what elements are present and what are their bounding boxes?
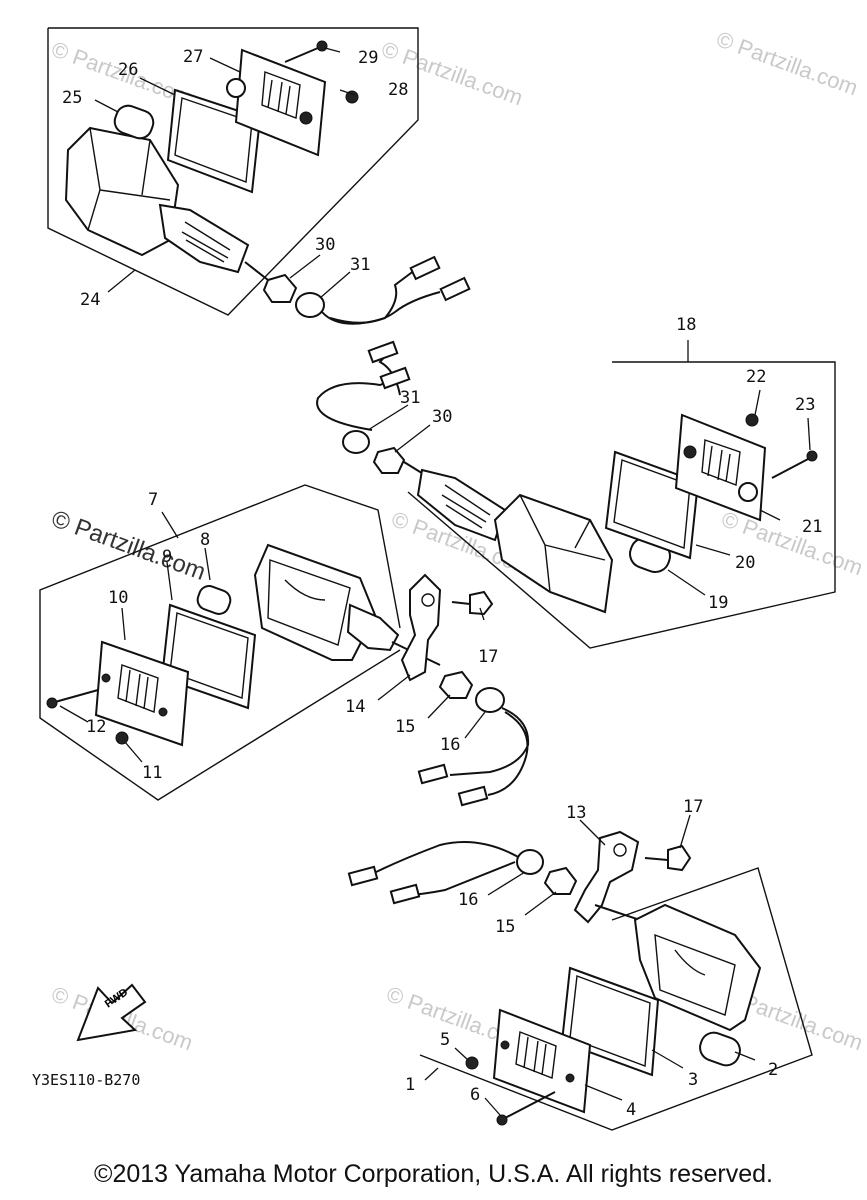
rear-right-lens-housing bbox=[493, 493, 614, 614]
screw-28 bbox=[345, 90, 359, 104]
callout-12[interactable]: 12 bbox=[86, 717, 106, 737]
bolt-17-b bbox=[644, 844, 692, 872]
bulb-8 bbox=[196, 585, 232, 615]
screw-29 bbox=[284, 40, 328, 63]
wire-left-b bbox=[487, 711, 529, 796]
callout-11[interactable]: 11 bbox=[142, 763, 162, 783]
callout-23[interactable]: 23 bbox=[795, 395, 815, 415]
callout-8[interactable]: 8 bbox=[200, 530, 210, 550]
wire-top-a bbox=[321, 269, 416, 325]
callout-16-a[interactable]: 16 bbox=[440, 735, 460, 755]
callout-15-b[interactable]: 15 bbox=[495, 917, 515, 937]
nut-30-b bbox=[372, 446, 406, 474]
lens-4 bbox=[492, 1008, 592, 1114]
bolt-17-a bbox=[451, 590, 494, 616]
callout-10[interactable]: 10 bbox=[108, 588, 128, 608]
lens-27 bbox=[234, 48, 327, 157]
grommet-31-b bbox=[342, 430, 370, 454]
assembly-18 bbox=[316, 340, 836, 649]
gasket-20 bbox=[604, 450, 700, 560]
part-labels: 1 2 3 4 5 6 7 8 9 10 11 12 13 14 15 15 1… bbox=[62, 47, 822, 1120]
grommet-31-a bbox=[295, 292, 325, 318]
front-left-lens-housing bbox=[253, 543, 377, 661]
assembly-1-outline bbox=[419, 867, 813, 1131]
callout-29[interactable]: 29 bbox=[358, 48, 378, 68]
callout-7[interactable]: 7 bbox=[148, 490, 158, 510]
screw-11 bbox=[115, 731, 129, 745]
callout-28[interactable]: 28 bbox=[388, 80, 408, 100]
callout-4[interactable]: 4 bbox=[626, 1100, 636, 1120]
callout-20[interactable]: 20 bbox=[735, 553, 755, 573]
watermark-dark: © Partzilla.com bbox=[48, 505, 209, 586]
callout-21[interactable]: 21 bbox=[802, 517, 822, 537]
callout-26[interactable]: 26 bbox=[118, 60, 138, 80]
bracket-13 bbox=[573, 830, 640, 924]
callout-27[interactable]: 27 bbox=[183, 47, 203, 67]
diagram-code: Y3ES110-B270 bbox=[32, 1071, 140, 1089]
copyright-notice: ©2013 Yamaha Motor Corporation, U.S.A. A… bbox=[94, 1160, 773, 1188]
bulb-25 bbox=[113, 104, 155, 140]
callout-15-a[interactable]: 15 bbox=[395, 717, 415, 737]
screw-5 bbox=[465, 1056, 479, 1070]
assembly-7-outline bbox=[39, 484, 401, 801]
assembly-24-outline bbox=[47, 27, 419, 316]
callout-17-b[interactable]: 17 bbox=[683, 797, 703, 817]
callout-6[interactable]: 6 bbox=[470, 1085, 480, 1105]
bracket-14 bbox=[400, 573, 442, 682]
wire-bottom-a bbox=[369, 840, 521, 876]
nut-15-a bbox=[438, 670, 474, 699]
wire-left-a bbox=[449, 707, 530, 776]
callout-19[interactable]: 19 bbox=[708, 593, 728, 613]
screw-6 bbox=[496, 1091, 556, 1126]
callout-31-b[interactable]: 31 bbox=[400, 388, 420, 408]
bulb-2 bbox=[699, 1031, 741, 1067]
wire-right-b bbox=[316, 374, 406, 431]
grommet-16-b bbox=[516, 849, 544, 875]
nut-15-b bbox=[543, 866, 578, 895]
callout-13[interactable]: 13 bbox=[566, 803, 586, 823]
front-left-stem bbox=[346, 603, 400, 652]
callout-24[interactable]: 24 bbox=[80, 290, 100, 310]
screw-12 bbox=[46, 689, 99, 709]
callout-1[interactable]: 1 bbox=[405, 1075, 415, 1095]
wire-top-b bbox=[329, 291, 441, 324]
callout-9[interactable]: 9 bbox=[162, 547, 172, 567]
assembly-24 bbox=[47, 27, 471, 325]
rear-left-stem bbox=[158, 203, 250, 274]
callout-2[interactable]: 2 bbox=[768, 1060, 778, 1080]
fwd-arrow-icon: FWD bbox=[76, 983, 147, 1042]
callout-3[interactable]: 3 bbox=[688, 1070, 698, 1090]
nut-30-a bbox=[262, 273, 298, 303]
callout-31-a[interactable]: 31 bbox=[350, 255, 370, 275]
assembly-7 bbox=[39, 484, 530, 807]
watermark-3: © Partzilla.com bbox=[713, 26, 861, 100]
callout-18[interactable]: 18 bbox=[676, 315, 696, 335]
callout-5[interactable]: 5 bbox=[440, 1030, 450, 1050]
grommet-16-a bbox=[475, 687, 505, 713]
callout-16-b[interactable]: 16 bbox=[458, 890, 478, 910]
screw-22 bbox=[745, 413, 759, 427]
callout-30-b[interactable]: 30 bbox=[432, 407, 452, 427]
callout-22[interactable]: 22 bbox=[746, 367, 766, 387]
assembly-1 bbox=[347, 830, 813, 1131]
callout-14[interactable]: 14 bbox=[345, 697, 365, 717]
callout-25[interactable]: 25 bbox=[62, 88, 82, 108]
front-right-stem bbox=[416, 468, 507, 542]
leader-lines bbox=[59, 47, 811, 1116]
callout-17-a[interactable]: 17 bbox=[478, 647, 498, 667]
rear-left-lens-housing bbox=[64, 126, 180, 257]
screw-23 bbox=[771, 450, 818, 479]
assembly-18-outline bbox=[407, 361, 836, 649]
callout-30-a[interactable]: 30 bbox=[315, 235, 335, 255]
